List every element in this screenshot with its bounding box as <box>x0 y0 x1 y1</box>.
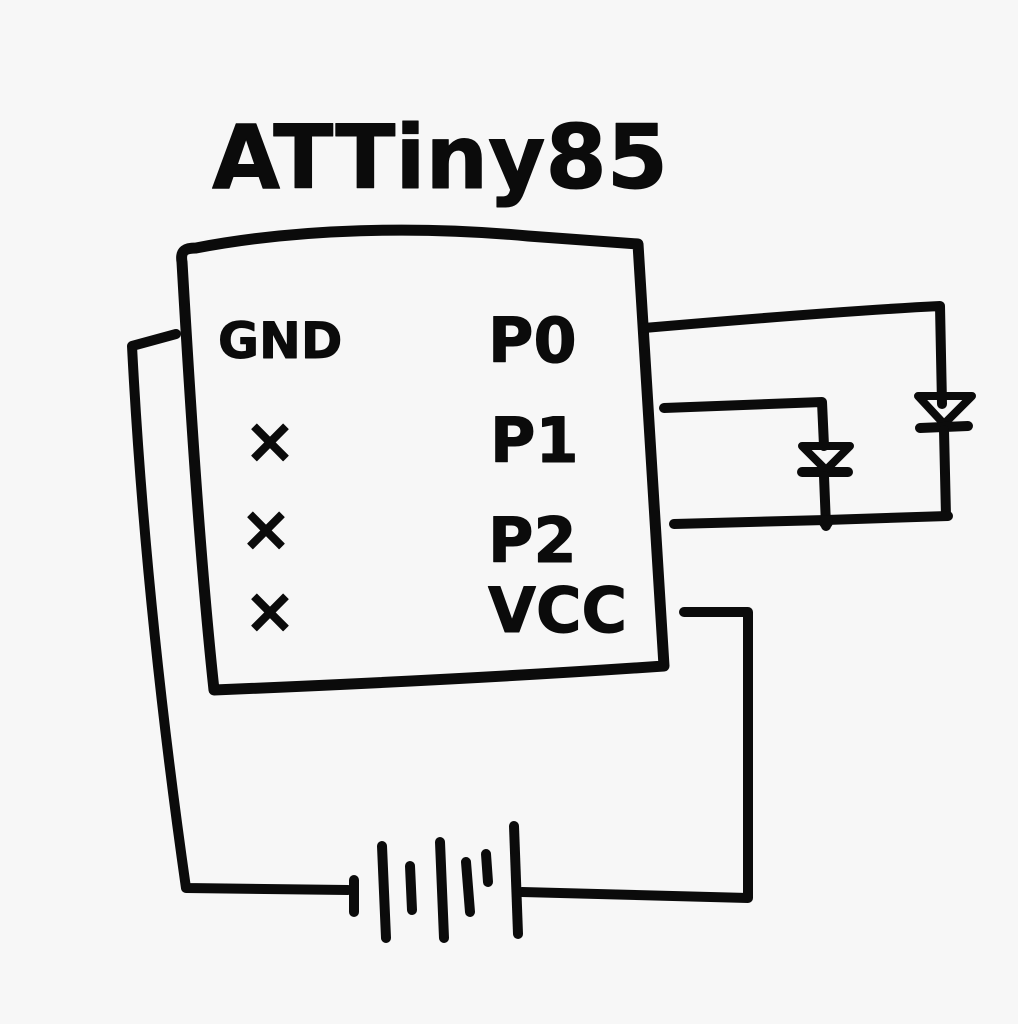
chip-body <box>176 224 670 696</box>
diode-p0 <box>914 392 976 521</box>
wire-gnd <box>127 329 353 895</box>
wire-vcc <box>517 607 753 903</box>
pin-label-nc-1: × <box>244 404 296 477</box>
pin-label-vcc: VCC <box>488 574 627 647</box>
pin-label-p1: P1 <box>490 404 579 477</box>
wire-p1 <box>659 397 829 451</box>
diagram-title: ATTiny85 <box>212 106 668 209</box>
battery-symbol <box>349 821 523 943</box>
wire-p2 <box>669 511 953 529</box>
wire-p0 <box>639 301 947 409</box>
pin-label-p0: P0 <box>488 304 577 377</box>
pin-label-p2: P2 <box>488 504 577 577</box>
pin-label-nc-3: × <box>244 574 296 647</box>
pin-label-gnd: GND <box>218 312 342 370</box>
pin-label-nc-2: × <box>240 492 292 565</box>
diode-p1 <box>797 442 854 531</box>
junction-dot <box>819 515 833 529</box>
